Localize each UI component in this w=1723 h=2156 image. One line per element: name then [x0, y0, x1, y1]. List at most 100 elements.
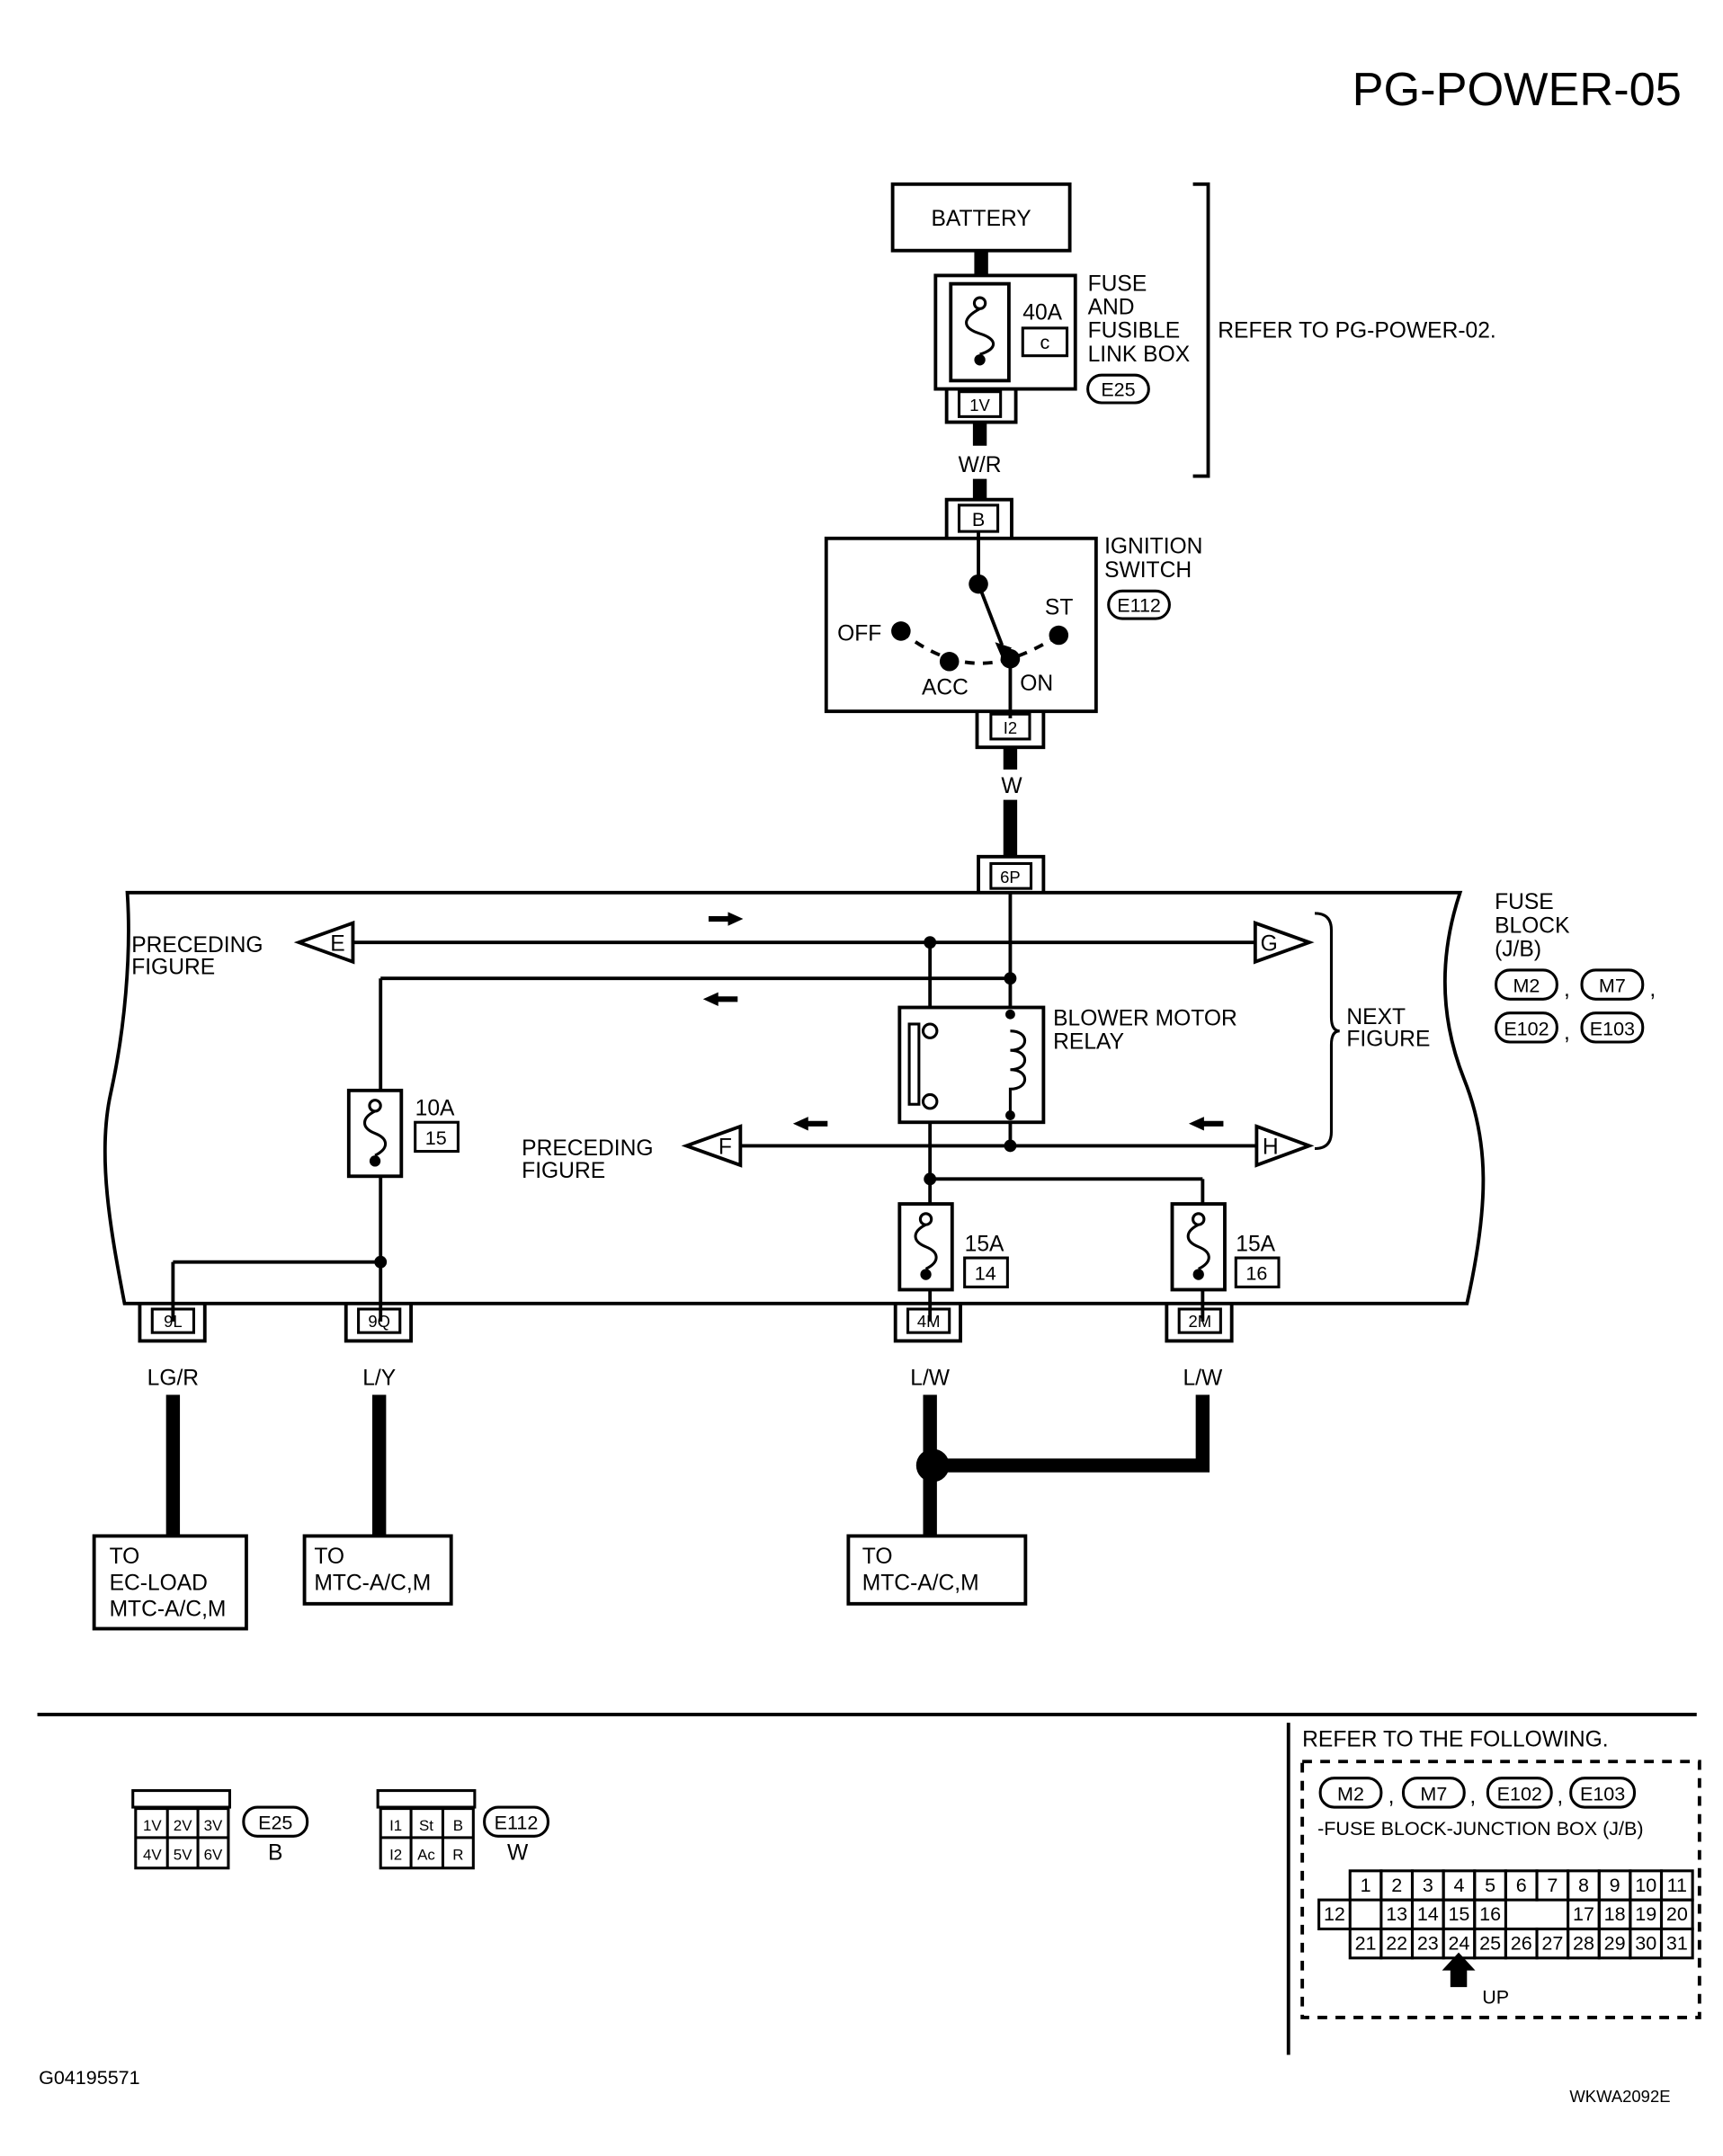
- svg-text:9Q: 9Q: [368, 1312, 390, 1331]
- svg-text:,: ,: [1557, 1784, 1563, 1808]
- svg-text:E103: E103: [1580, 1783, 1625, 1804]
- svg-text:4V: 4V: [143, 1847, 162, 1864]
- fuse-block-name-line1: FUSE: [1495, 890, 1554, 914]
- connector-pin-number: 16: [1479, 1903, 1501, 1925]
- svg-text:E25: E25: [1101, 379, 1135, 400]
- flow-arrow-left: [702, 992, 738, 1006]
- connector-tag-e112: E112: [1107, 589, 1171, 620]
- offpage-connector-h: H: [1254, 1124, 1315, 1168]
- battery-label: BATTERY: [932, 207, 1031, 231]
- connector-pin-number: 15: [1448, 1903, 1469, 1925]
- reference-title: REFER TO THE FOLLOWING.: [1302, 1727, 1608, 1751]
- svg-text:G: G: [1261, 931, 1278, 956]
- svg-text:R: R: [452, 1847, 463, 1864]
- connector-pin-number: 4: [1453, 1875, 1464, 1896]
- destination-mtc-ac-lw: TO MTC-A/C,M: [846, 1534, 1028, 1606]
- fusible-link-rating: 40A: [1022, 301, 1062, 325]
- connector-pin-number: 28: [1573, 1933, 1594, 1955]
- footer-left-code: G04195571: [39, 2067, 140, 2089]
- svg-text:,: ,: [1469, 1784, 1476, 1808]
- fuse-number: 16: [1245, 1263, 1267, 1285]
- svg-text:F: F: [719, 1136, 732, 1160]
- switch-pos-off: OFF: [837, 622, 881, 646]
- connector-pin-number: 13: [1386, 1903, 1407, 1925]
- footer-right-code: WKWA2092E: [1569, 2087, 1670, 2106]
- offpage-connector-g: G: [1253, 920, 1315, 965]
- connector-pin-number: 10: [1635, 1875, 1656, 1896]
- connector-face-e112: I1 St B I2 Ac R E112 W: [376, 1789, 549, 1870]
- fuse-rating: 10A: [415, 1097, 455, 1121]
- connector-color: W: [507, 1841, 529, 1866]
- terminal-9l: 9L: [138, 1303, 207, 1343]
- fusible-link-name-line2: AND: [1088, 295, 1135, 319]
- reference-connector-m2: M2: [1318, 1777, 1383, 1809]
- svg-text:TO: TO: [110, 1545, 140, 1569]
- svg-text:I2: I2: [1004, 718, 1017, 737]
- ignition-switch-name-line1: IGNITION: [1104, 535, 1202, 559]
- connector-pin-number: 22: [1386, 1933, 1407, 1955]
- svg-text:MTC-A/C,M: MTC-A/C,M: [110, 1598, 227, 1622]
- fusible-link-slot: c: [1040, 332, 1050, 353]
- connector-pin-number: 12: [1324, 1903, 1345, 1925]
- svg-text:M2: M2: [1337, 1783, 1364, 1804]
- connector-pin-number: 18: [1604, 1903, 1626, 1925]
- svg-text:M7: M7: [1420, 1783, 1447, 1804]
- svg-text:,: ,: [1564, 977, 1570, 1002]
- svg-text:,: ,: [1564, 1020, 1570, 1045]
- connector-pin-number: 7: [1547, 1875, 1558, 1896]
- fuse-rating: 15A: [965, 1232, 1004, 1256]
- svg-text:3V: 3V: [204, 1817, 223, 1834]
- reference-frame: [1300, 1760, 1701, 2019]
- fuse-15a-14: 15A 14: [897, 1202, 1009, 1292]
- connector-pin-number: 14: [1417, 1903, 1439, 1925]
- preceding-figure-bottom-line1: PRECEDING: [522, 1136, 653, 1161]
- svg-text:St: St: [419, 1817, 433, 1834]
- connector-pin-number: 20: [1666, 1903, 1688, 1925]
- connector-pin-number: 5: [1485, 1875, 1495, 1896]
- svg-text:1V: 1V: [969, 396, 990, 414]
- blower-motor-relay: [897, 1005, 1046, 1125]
- svg-text:H: H: [1263, 1136, 1279, 1160]
- connector-pin-cell: [1659, 1927, 1694, 1960]
- refer-text: REFER TO PG-POWER-02.: [1218, 319, 1496, 343]
- connector-pin-number: 31: [1666, 1933, 1688, 1955]
- connector-tag-e103: E103: [1580, 1011, 1645, 1044]
- svg-text:TO: TO: [862, 1545, 893, 1569]
- fusible-link-name-line1: FUSE: [1088, 272, 1147, 296]
- diagram-title: PG-POWER-05: [1353, 64, 1682, 116]
- fuse-10a-15: 10A 15: [346, 1088, 460, 1179]
- flow-arrow-left: [1188, 1117, 1224, 1131]
- svg-text:E: E: [330, 931, 344, 956]
- svg-text:TO: TO: [314, 1545, 344, 1569]
- connector-pin-number: 25: [1479, 1933, 1501, 1955]
- wire-label-ly: L/Y: [362, 1367, 396, 1391]
- ignition-switch-name-line2: SWITCH: [1104, 558, 1192, 583]
- svg-text:E112: E112: [1117, 594, 1161, 616]
- connector-pin-number: 23: [1417, 1933, 1439, 1955]
- connector-pin-number: 26: [1511, 1933, 1532, 1955]
- svg-text:E102: E102: [1504, 1018, 1549, 1039]
- svg-text:I2: I2: [389, 1847, 402, 1864]
- up-arrow-icon: [1442, 1952, 1476, 1988]
- svg-text:4M: 4M: [917, 1312, 941, 1331]
- fuse-block-outline: [103, 890, 1486, 1305]
- svg-text:I1: I1: [389, 1817, 402, 1834]
- connector-face-e25: 1V 2V 3V 4V 5V 6V E25 B: [131, 1789, 309, 1870]
- battery: BATTERY: [890, 182, 1072, 253]
- destination-ec-load: TO EC-LOAD MTC-A/C,M: [92, 1534, 248, 1631]
- svg-text:E102: E102: [1497, 1783, 1542, 1804]
- connector-pin-number: 17: [1573, 1903, 1594, 1925]
- reference-connector-m7: M7: [1401, 1777, 1466, 1809]
- flow-arrow-left: [792, 1117, 828, 1131]
- svg-text:2V: 2V: [174, 1817, 192, 1834]
- connector-pin-cell: [1317, 1898, 1352, 1930]
- reference-subtitle: -FUSE BLOCK-JUNCTION BOX (J/B): [1317, 1818, 1643, 1840]
- svg-text:M2: M2: [1513, 976, 1540, 997]
- next-figure-line1: NEXT: [1346, 1005, 1406, 1029]
- connector-pin-number: 27: [1541, 1933, 1563, 1955]
- svg-text:M7: M7: [1599, 976, 1626, 997]
- svg-text:6P: 6P: [1000, 868, 1021, 886]
- preceding-figure-bottom-line2: FIGURE: [522, 1159, 605, 1183]
- terminal-6p: 6P: [977, 854, 1046, 893]
- svg-text:MTC-A/C,M: MTC-A/C,M: [862, 1571, 979, 1595]
